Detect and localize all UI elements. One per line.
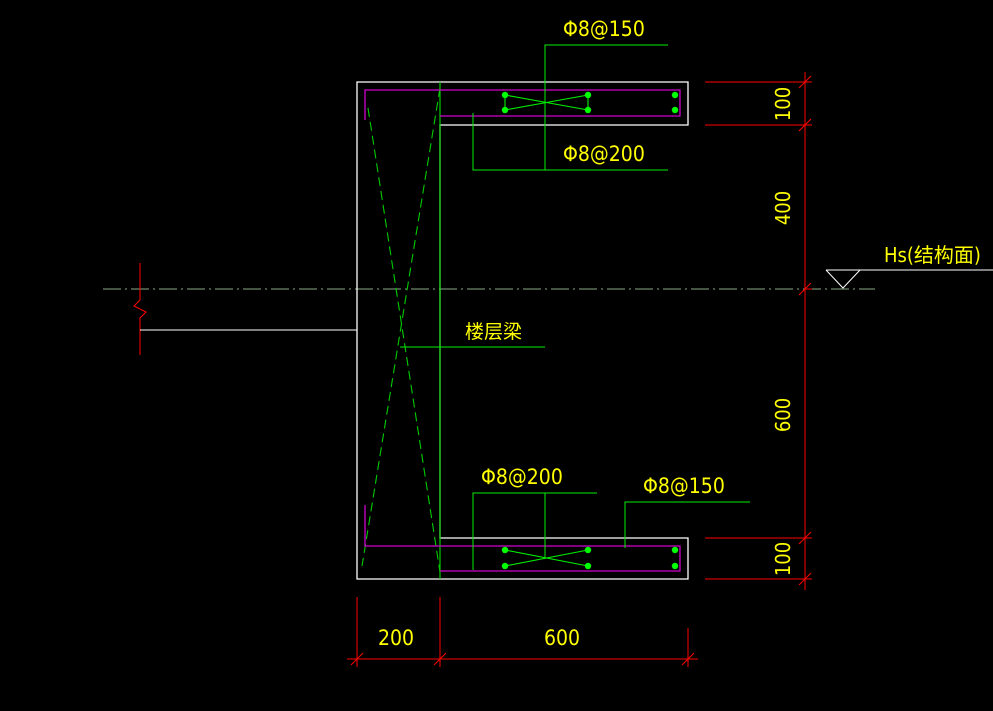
web-dashed-diagonals: [361, 87, 441, 573]
top-rebar: [364, 89, 681, 120]
bottom-bar-dots: [501, 546, 679, 570]
bottom-rebar: [364, 505, 681, 572]
dim-bottom-left: 200: [378, 626, 414, 650]
label-top-stirrup: Φ8@150: [563, 17, 645, 41]
dim-right-upper: 400: [771, 191, 795, 225]
bottom-ties: [504, 549, 589, 567]
bottom-dimension-lines: [347, 597, 698, 667]
top-ties: [504, 94, 589, 111]
label-top-tie: Φ8@200: [563, 142, 645, 166]
dim-right-bottom: 100: [771, 542, 795, 576]
top-bar-dots: [501, 91, 679, 114]
label-bottom-tie: Φ8@200: [481, 465, 563, 489]
label-bottom-stirrup: Φ8@150: [643, 474, 725, 498]
leader-lines: [400, 44, 750, 570]
dim-right-top: 100: [771, 87, 795, 121]
right-dimension-lines: [705, 72, 812, 590]
elevation-marker: [825, 269, 993, 289]
label-elevation: Hs(结构面): [884, 243, 981, 267]
slab-break-line: [133, 263, 147, 355]
label-beam: 楼层梁: [465, 321, 522, 343]
dim-right-lower: 600: [771, 398, 795, 432]
dim-bottom-right: 600: [544, 626, 580, 650]
